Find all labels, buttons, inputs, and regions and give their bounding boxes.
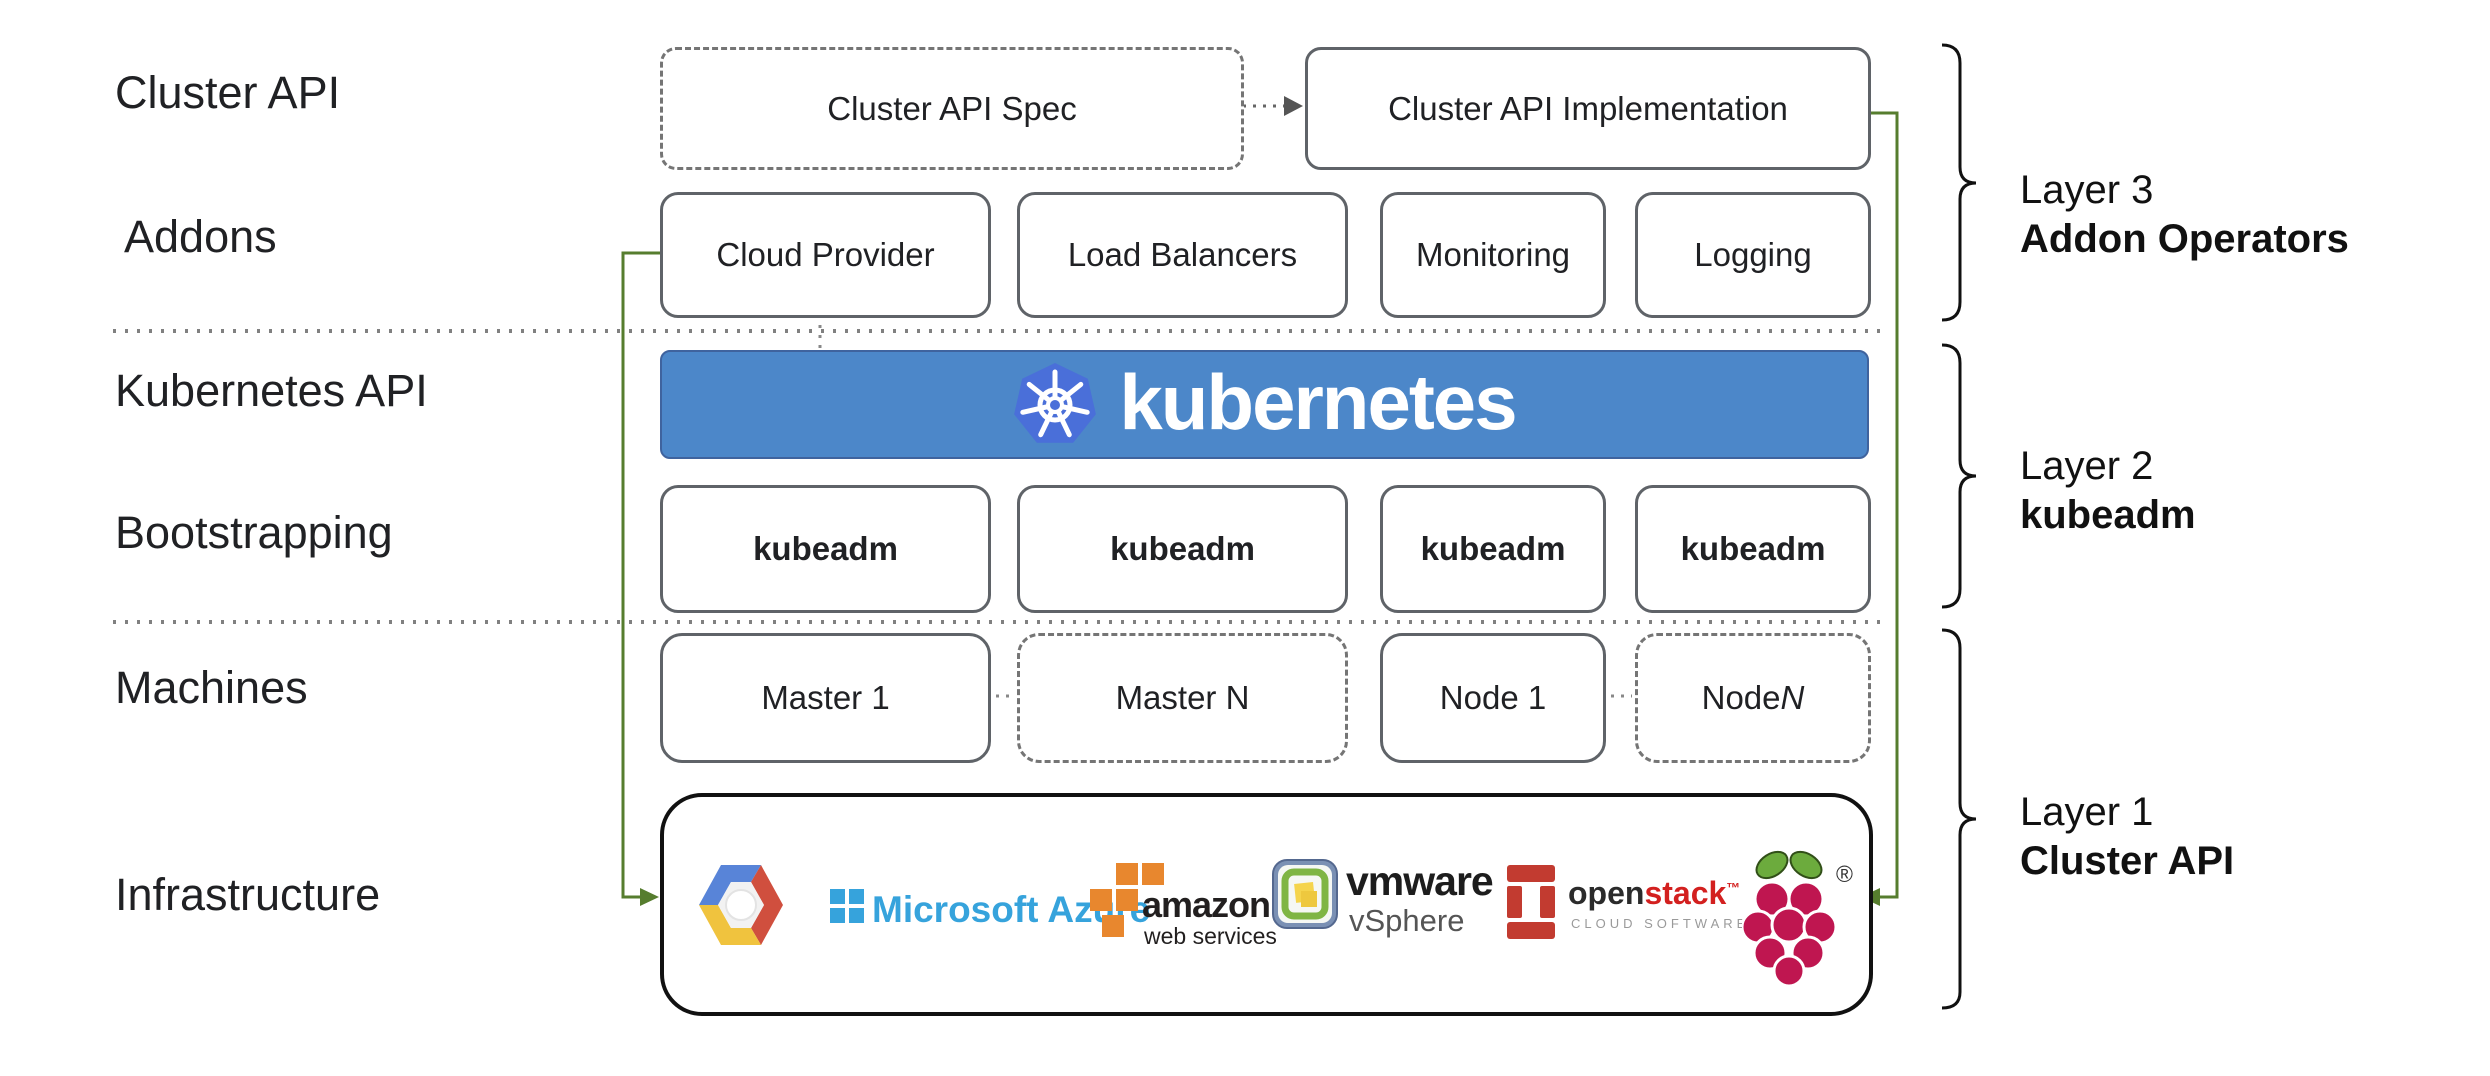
aws-cubes-icon (1090, 863, 1164, 937)
addon-label: Cloud Provider (716, 236, 935, 273)
spec-to-impl-arrowhead (1284, 96, 1303, 116)
cluster-api-spec-label: Cluster API Spec (827, 89, 1077, 127)
kubeadm-label: kubeadm (1110, 530, 1255, 567)
openstack-trademark: ™ (1726, 879, 1741, 896)
kubernetes-wordmark: kubernetes (1119, 357, 1517, 446)
kubernetes-logo-icon (1014, 362, 1097, 443)
machine-box-node-1: Node 1 (1380, 633, 1606, 763)
row-label-bootstrapping: Bootstrapping (115, 507, 393, 558)
row-label-addons: Addons (124, 211, 277, 262)
machine-label: Master 1 (761, 679, 890, 716)
kubernetes-banner: kubernetes (660, 350, 1869, 459)
addon-label: Logging (1694, 236, 1812, 273)
aws-subtext: web services (1144, 923, 1277, 949)
vmware-vsphere-icon (1272, 859, 1338, 929)
machine-box-master-n: Master N (1017, 633, 1348, 763)
layer1-bracket (1941, 628, 1977, 1010)
layer1-label: Layer 1 Cluster API (2020, 792, 2234, 881)
kubeadm-label: kubeadm (753, 530, 898, 567)
kubeadm-box-2: kubeadm (1017, 485, 1348, 613)
layer2-label: Layer 2 kubeadm (2020, 446, 2196, 535)
green-connector-right (1860, 111, 1899, 899)
kubeadm-label: kubeadm (1680, 530, 1826, 567)
openstack-wordmark-open: open (1568, 875, 1645, 911)
infrastructure-box: Microsoft Azure amazon web services vmwa… (660, 793, 1873, 1016)
machine-label: Master N (1115, 679, 1250, 716)
addon-box-load-balancers: Load Balancers (1017, 192, 1348, 318)
raspberry-registered-mark: ® (1836, 861, 1853, 887)
kubeadm-box-3: kubeadm (1380, 485, 1606, 613)
layer2-title: Layer 2 (2020, 444, 2154, 488)
machine-box-master-1: Master 1 (660, 633, 991, 763)
green-arrowhead-left (640, 888, 659, 906)
azure-window-icon (830, 889, 864, 923)
cluster-api-spec-box: Cluster API Spec (660, 47, 1244, 170)
addon-label: Monitoring (1415, 236, 1571, 273)
kubeadm-box-4: kubeadm (1635, 485, 1871, 613)
raspberry-pi-icon (1742, 850, 1838, 988)
layer1-subtitle: Cluster API (2020, 839, 2235, 883)
row-label-cluster-api: Cluster API (115, 67, 341, 118)
layer3-bracket (1941, 43, 1977, 322)
row-label-kubernetes-api: Kubernetes API (115, 365, 428, 416)
addon-box-logging: Logging (1635, 192, 1871, 318)
aws-wordmark: amazon (1142, 884, 1271, 925)
layer2-subtitle: kubeadm (2020, 493, 2196, 537)
google-cloud-icon (699, 865, 783, 945)
addon-box-cloud-provider: Cloud Provider (660, 192, 991, 318)
addon-label: Load Balancers (1067, 236, 1298, 273)
vmware-subtext: vSphere (1349, 903, 1465, 938)
openstack-wordmark: openstack™ (1568, 877, 1740, 909)
addon-box-monitoring: Monitoring (1380, 192, 1606, 318)
layer3-title: Layer 3 (2020, 168, 2154, 212)
openstack-subtext: CLOUD SOFTWARE (1571, 916, 1750, 931)
green-connector-left (621, 251, 660, 899)
row-label-machines: Machines (115, 662, 308, 713)
machine-label: Node 1 (1439, 679, 1547, 716)
openstack-icon (1507, 865, 1555, 939)
layer3-label: Layer 3 Addon Operators (2020, 170, 2349, 259)
cluster-api-implementation-label: Cluster API Implementation (1388, 89, 1788, 127)
vmware-wordmark: vmware (1346, 858, 1494, 904)
openstack-wordmark-stack: stack (1644, 875, 1727, 911)
kubeadm-label: kubeadm (1420, 530, 1566, 567)
cluster-api-implementation-box: Cluster API Implementation (1305, 47, 1871, 170)
machine-label-italic-n: N (1780, 679, 1805, 716)
layer1-title: Layer 1 (2020, 790, 2154, 834)
row-label-infrastructure: Infrastructure (115, 869, 381, 920)
kubeadm-box-1: kubeadm (660, 485, 991, 613)
machine-label: Node (1701, 679, 1781, 716)
layer2-bracket (1941, 343, 1977, 609)
layer3-subtitle: Addon Operators (2020, 217, 2349, 261)
machine-box-node-n: Node N (1635, 633, 1871, 763)
